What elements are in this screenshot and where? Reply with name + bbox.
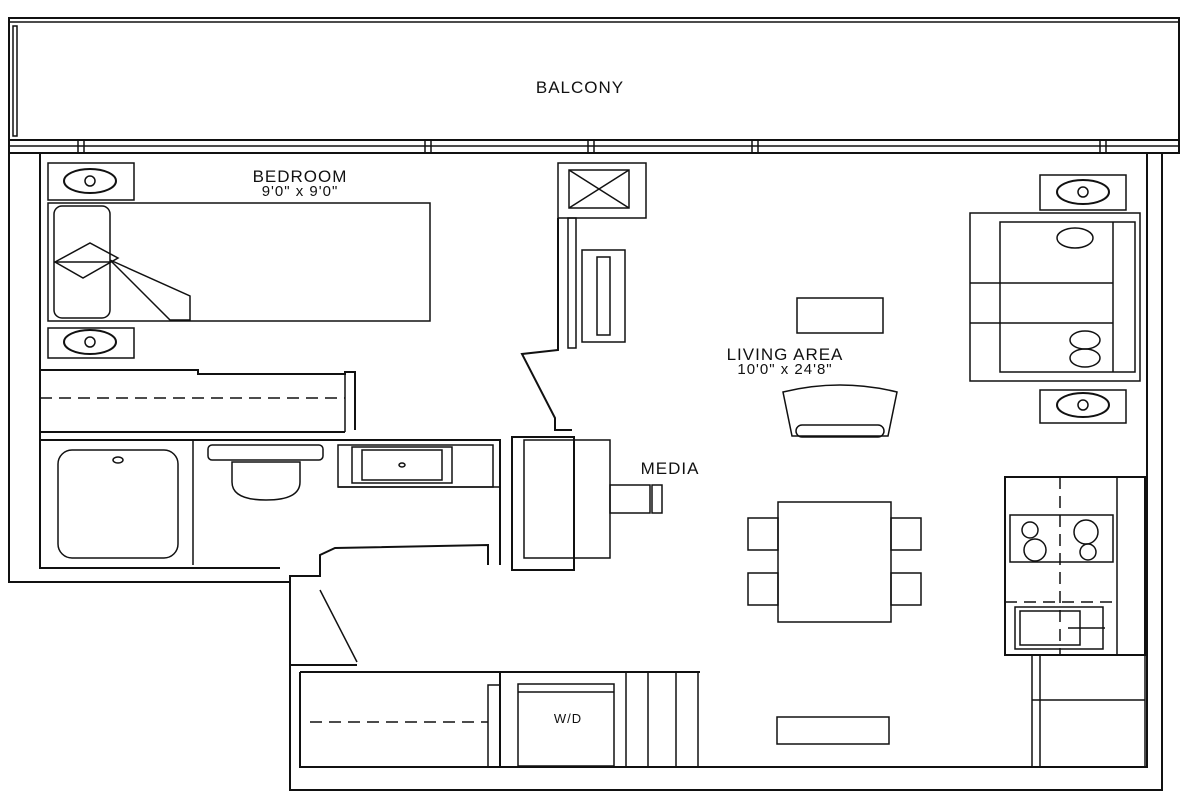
- bedroom-size: 9'0" x 9'0": [261, 183, 339, 200]
- dining-table: [747, 501, 922, 623]
- balcony-label: BALCONY: [535, 78, 625, 97]
- washer-dryer-label: W/D: [553, 711, 583, 726]
- laundry-closet: [300, 671, 890, 768]
- bedroom-closet: [40, 369, 356, 433]
- partition-wall: [520, 162, 647, 431]
- living-area-size: 10'0" x 24'8": [737, 361, 833, 378]
- kitchen: [1004, 476, 1146, 768]
- exterior-walls: [8, 153, 1163, 791]
- bathroom: [40, 439, 501, 582]
- window-wall: [9, 139, 1179, 154]
- bedroom-furniture: [47, 162, 431, 359]
- entry-door: [289, 589, 358, 672]
- bedroom-label: BEDROOM: [252, 167, 348, 186]
- living-furniture: [782, 174, 1141, 438]
- living-area-label: LIVING AREA: [726, 345, 844, 364]
- media-desk: [511, 436, 663, 571]
- media-label: MEDIA: [640, 459, 700, 478]
